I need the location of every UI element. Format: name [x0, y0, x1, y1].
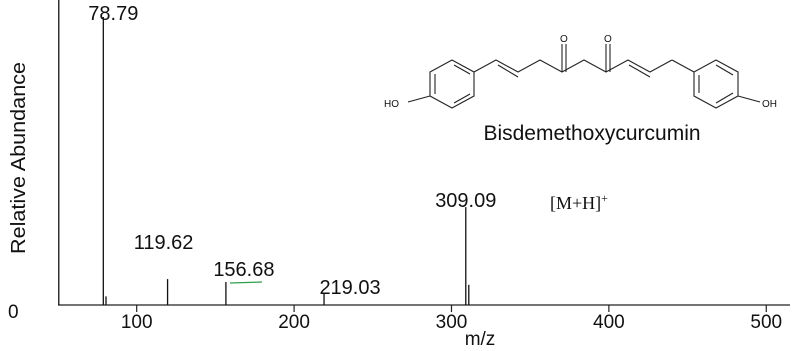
compound-name: Bisdemethoxycurcumin	[483, 122, 700, 145]
peak-label: 309.09	[435, 190, 496, 212]
y-zero-label: 0	[8, 302, 19, 323]
peak-label: 78.79	[88, 3, 138, 25]
x-tick-label: 300	[436, 312, 468, 333]
left-phenyl-ring	[429, 59, 475, 109]
y-axis-label: Relative Abundance	[8, 62, 30, 254]
atom-label-ho: HO	[384, 99, 399, 110]
atom-label-o-left: O	[560, 34, 568, 45]
peak-label: 219.03	[319, 277, 380, 299]
atom-label-oh: OH	[762, 99, 777, 110]
chemical-structure	[407, 44, 761, 109]
atom-label-o-right: O	[604, 34, 612, 45]
x-tick-label: 400	[593, 312, 625, 333]
peak-label: 156.68	[213, 259, 274, 281]
x-axis-ticks	[136, 305, 767, 312]
spectrum-peaks	[58, 0, 470, 305]
peak-label-leader-156	[229, 281, 263, 284]
x-tick-label: 500	[750, 312, 782, 333]
x-axis-label: m/z	[465, 329, 496, 350]
ion-annotation: [M+H]+	[550, 191, 608, 213]
x-tick-label: 200	[278, 312, 310, 333]
x-axis-tick-labels: 100 200 300 400 500	[121, 312, 782, 333]
x-tick-label: 100	[121, 312, 153, 333]
right-phenyl-ring	[671, 59, 739, 109]
peak-label: 119.62	[134, 232, 194, 254]
peak-labels: 78.79 119.62 156.68 219.03 309.09	[88, 3, 496, 299]
